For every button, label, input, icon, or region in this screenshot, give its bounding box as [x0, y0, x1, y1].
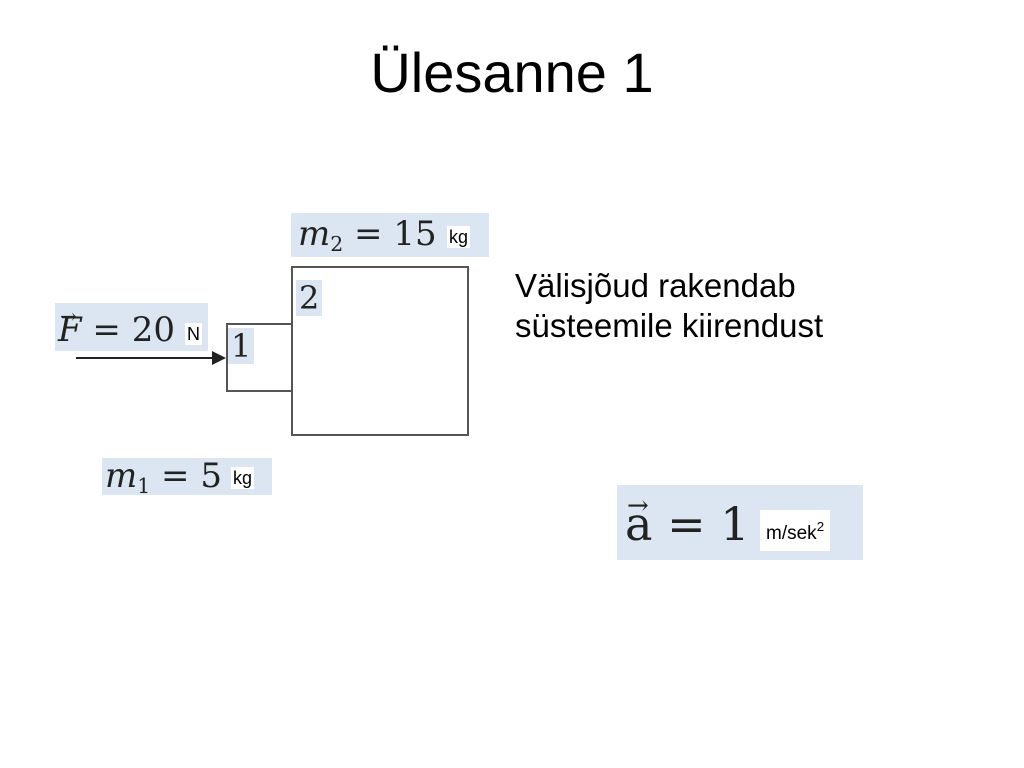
vector-arrow-icon: →: [60, 304, 77, 328]
force-arrow-icon: [76, 351, 226, 365]
m2-equals: =: [354, 214, 383, 254]
m1-subscript: 1: [137, 474, 151, 499]
acceleration-value: 1: [720, 497, 750, 551]
m2-unit: kg: [447, 226, 471, 248]
force-equals: =: [92, 310, 121, 350]
force-value: 20: [131, 310, 175, 350]
description-line-1: Välisjõud rakendab: [515, 267, 796, 304]
vector-arrow-icon: →: [627, 491, 649, 521]
acceleration-unit: m/sek2: [760, 510, 831, 551]
force-vector: F→: [58, 304, 82, 350]
description-text: Välisjõud rakendab süsteemile kiirendust: [515, 266, 823, 346]
force-unit: N: [185, 323, 202, 345]
block-1: [226, 323, 293, 392]
m2-formula: m2 = 15: [298, 214, 437, 264]
acceleration-symbol: a: [625, 497, 653, 551]
m2-symbol: m: [298, 214, 331, 254]
m1-value: 5: [200, 456, 222, 496]
acceleration-equals: =: [667, 497, 706, 551]
block-2-label: 2: [296, 280, 323, 316]
description-line-2: süsteemile kiirendust: [515, 307, 824, 344]
force-highlight: [55, 303, 208, 351]
acceleration-formula: a→ = 1: [625, 491, 750, 551]
acceleration-vector: a→: [625, 491, 653, 551]
m2-value: 15: [393, 214, 437, 254]
acceleration-unit-exponent: 2: [816, 519, 825, 534]
m1-equals: =: [161, 456, 190, 496]
m1-formula: m1 = 5: [105, 456, 222, 506]
m2-subscript: 2: [330, 232, 344, 257]
m1-unit: kg: [231, 467, 255, 489]
acceleration-unit-base: m/sek: [766, 522, 817, 544]
m1-symbol: m: [105, 456, 138, 496]
block-1-label: 1: [228, 328, 255, 364]
force-symbol: F: [58, 310, 82, 350]
force-formula: F→ = 20: [58, 304, 175, 350]
slide-title: Ülesanne 1: [370, 41, 654, 104]
